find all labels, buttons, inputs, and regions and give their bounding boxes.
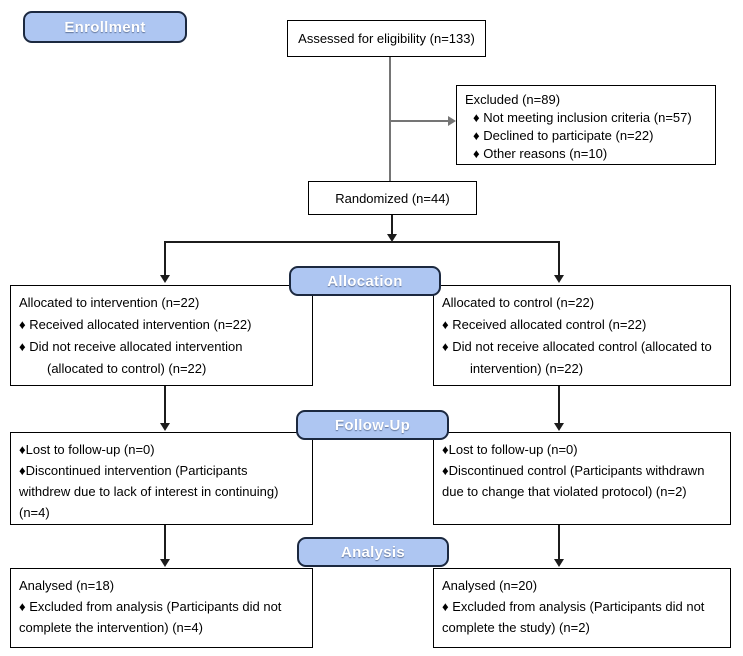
text-line: ♦ Did not receive allocated control (all… bbox=[442, 339, 712, 354]
text-line: Randomized (n=44) bbox=[335, 190, 450, 206]
text-line: complete the intervention) (n=4) bbox=[19, 620, 203, 635]
arrow-down-icon bbox=[554, 275, 564, 283]
stage-pill-followup: Follow-Up bbox=[296, 410, 449, 440]
connector-followup-to-analysis-right bbox=[558, 525, 560, 559]
text-line: Excluded (n=89) bbox=[465, 92, 561, 107]
text-line: ♦ Excluded from analysis (Participants d… bbox=[19, 599, 282, 614]
box-analysed-intervention: Analysed (n=18) ♦ Excluded from analysis… bbox=[10, 568, 313, 648]
arrow-down-icon bbox=[160, 275, 170, 283]
connector-to-excluded bbox=[390, 120, 448, 122]
text-line: ♦ Not meeting inclusion criteria (n=57) bbox=[473, 110, 692, 125]
text-line: Analysed (n=18) bbox=[19, 578, 115, 593]
arrow-right-icon bbox=[448, 116, 456, 126]
stage-pill-enrollment: Enrollment bbox=[23, 11, 187, 43]
box-followup-intervention: ♦Lost to follow-up (n=0) ♦Discontinued i… bbox=[10, 432, 313, 525]
text-line: Analysed (n=20) bbox=[442, 578, 538, 593]
text-line: ♦Discontinued control (Participants with… bbox=[442, 463, 705, 478]
box-excluded: Excluded (n=89) ♦ Not meeting inclusion … bbox=[456, 85, 716, 165]
text-line: Assessed for eligibility (n=133) bbox=[298, 31, 475, 46]
text-line: ♦ Received allocated control (n=22) bbox=[442, 317, 647, 332]
text-line: complete the study) (n=2) bbox=[442, 620, 590, 635]
text-line: ♦Discontinued intervention (Participants bbox=[19, 463, 248, 478]
stage-pill-analysis: Analysis bbox=[297, 537, 449, 567]
text-line: due to change that violated protocol) (n… bbox=[442, 484, 687, 499]
text-line: ♦ Other reasons (n=10) bbox=[473, 146, 608, 161]
connector-randomized-to-branch bbox=[391, 215, 393, 235]
arrow-down-icon bbox=[554, 559, 564, 567]
text-line: ♦ Received allocated intervention (n=22) bbox=[19, 317, 252, 332]
branch-line bbox=[164, 241, 560, 243]
box-analysed-control: Analysed (n=20) ♦ Excluded from analysis… bbox=[433, 568, 731, 648]
text-line: ♦Lost to follow-up (n=0) bbox=[442, 442, 578, 457]
text-line: ♦Lost to follow-up (n=0) bbox=[19, 442, 155, 457]
text-line: ♦ Excluded from analysis (Participants d… bbox=[442, 599, 705, 614]
box-followup-control: ♦Lost to follow-up (n=0) ♦Discontinued c… bbox=[433, 432, 731, 525]
arrow-down-icon bbox=[160, 559, 170, 567]
arrow-down-icon bbox=[387, 234, 397, 242]
text-line: withdrew due to lack of interest in cont… bbox=[19, 484, 279, 499]
text-line: intervention) (n=22) bbox=[470, 361, 584, 376]
connector-branch-to-control bbox=[558, 241, 560, 275]
box-allocated-intervention: Allocated to intervention (n=22) ♦ Recei… bbox=[10, 285, 313, 386]
text-line: (n=4) bbox=[19, 505, 50, 520]
arrow-down-icon bbox=[160, 423, 170, 431]
connector-branch-to-intervention bbox=[164, 241, 166, 275]
stage-pill-allocation: Allocation bbox=[289, 266, 441, 296]
connector-assessed-to-randomized bbox=[389, 57, 391, 181]
text-line: ♦ Did not receive allocated intervention bbox=[19, 339, 243, 354]
text-line: Allocated to intervention (n=22) bbox=[19, 295, 200, 310]
text-line: (allocated to control) (n=22) bbox=[47, 361, 207, 376]
connector-allocation-to-followup-left bbox=[164, 386, 166, 424]
connector-allocation-to-followup-right bbox=[558, 386, 560, 424]
box-allocated-control: Allocated to control (n=22) ♦ Received a… bbox=[433, 285, 731, 386]
text-line: Allocated to control (n=22) bbox=[442, 295, 595, 310]
box-randomized: Randomized (n=44) bbox=[308, 181, 477, 215]
arrow-down-icon bbox=[554, 423, 564, 431]
connector-followup-to-analysis-left bbox=[164, 525, 166, 559]
text-line: ♦ Declined to participate (n=22) bbox=[473, 128, 654, 143]
box-assessed-for-eligibility: Assessed for eligibility (n=133) bbox=[287, 20, 486, 57]
